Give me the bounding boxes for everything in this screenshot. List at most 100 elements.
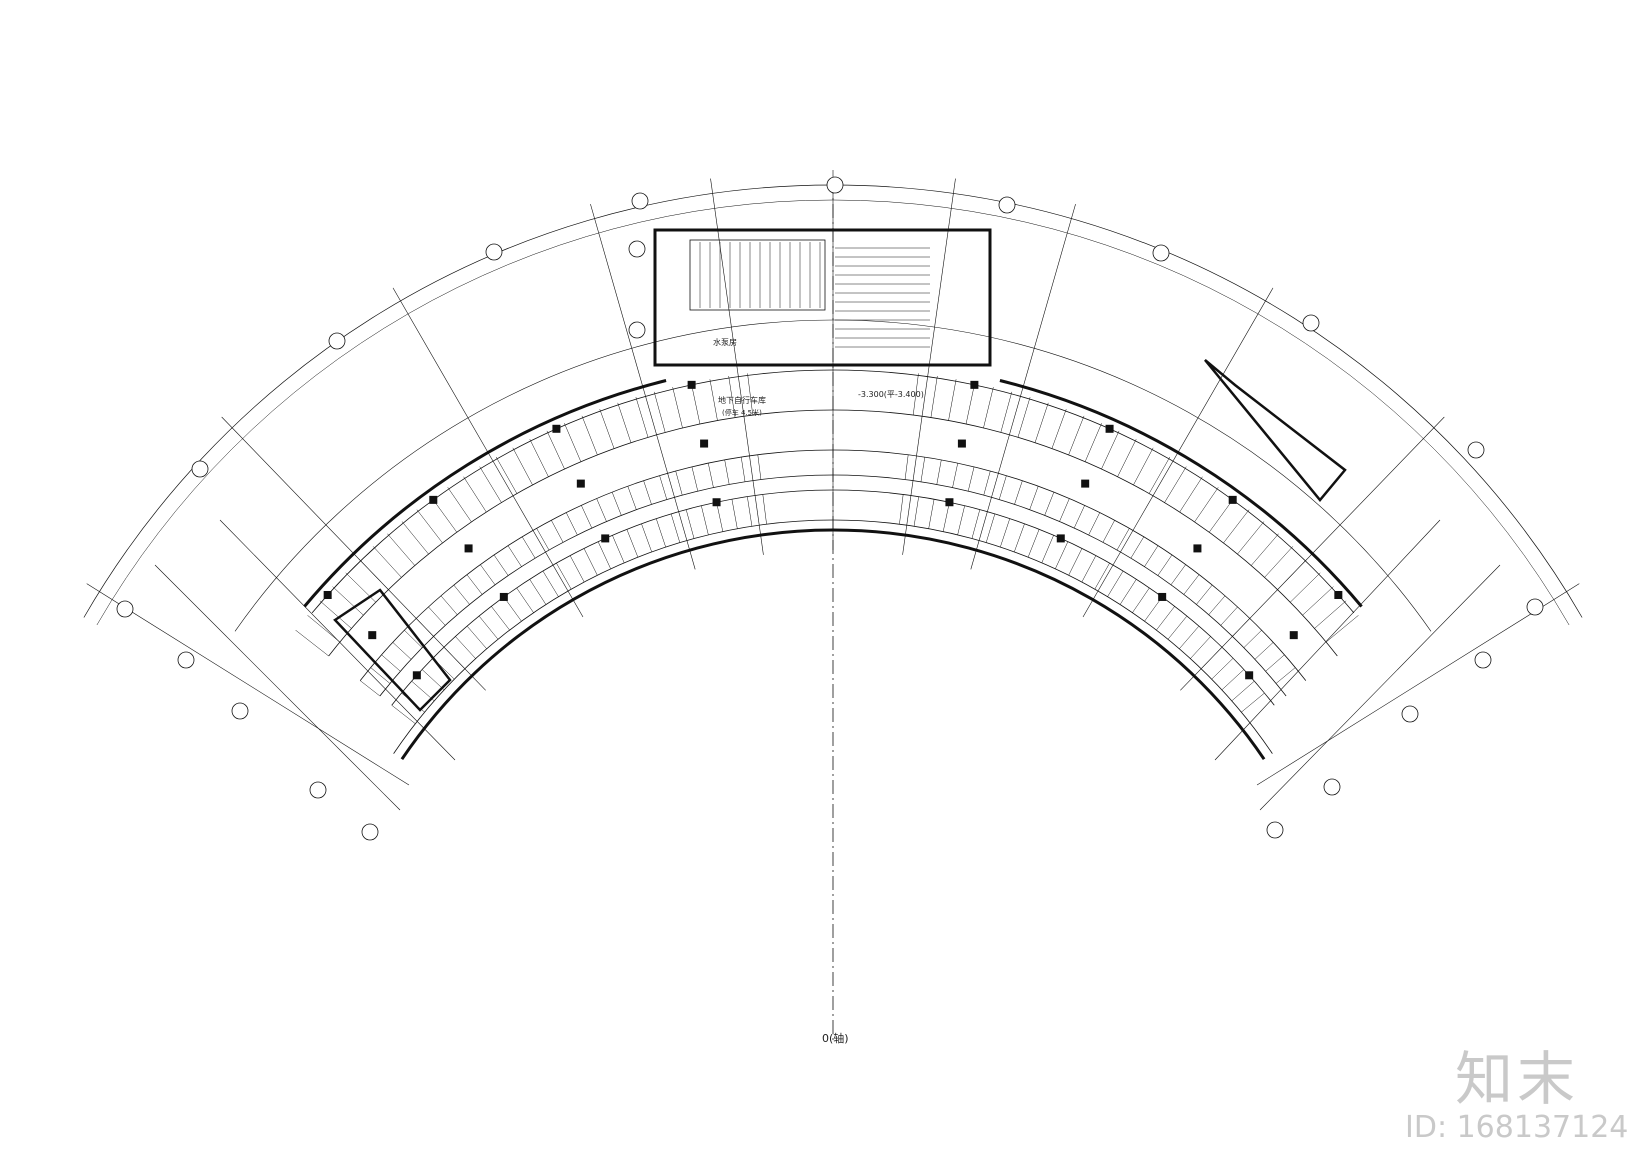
parking-stall-line — [747, 496, 753, 527]
parking-stall-line — [453, 584, 470, 605]
parking-stall-line — [653, 391, 666, 433]
parking-stall-line — [1302, 586, 1334, 616]
parking-stall-line — [1170, 564, 1186, 585]
parking-stall-line — [1017, 397, 1031, 438]
parking-stall-line — [965, 382, 976, 425]
parking-stall-line — [983, 470, 991, 496]
parking-stall-line — [740, 457, 746, 482]
parking-stall-line — [1130, 536, 1145, 559]
structural-column — [499, 592, 508, 601]
axis-tag-circle — [631, 192, 649, 210]
parking-stall-line — [655, 518, 666, 548]
axis-tag-circle — [1526, 598, 1544, 616]
parking-stall-line — [1264, 546, 1294, 578]
parking-stall-line — [381, 654, 401, 672]
parking-stall-line — [455, 636, 476, 659]
parking-stall-line — [1101, 430, 1120, 470]
parking-stall-line — [1211, 658, 1234, 680]
parking-stall-line — [1250, 533, 1279, 566]
axis-tag-circle — [231, 702, 249, 720]
parking-stall-line — [421, 669, 445, 691]
parking-stall-line — [599, 409, 615, 449]
parking-stall-line — [440, 595, 458, 615]
parking-stall-line — [1000, 518, 1011, 548]
parking-stall-line — [1000, 391, 1013, 433]
parking-stall-line — [542, 570, 559, 597]
core-block — [653, 228, 992, 367]
axis-tag-circle — [628, 240, 646, 258]
parking-stall-line — [983, 387, 994, 429]
grid-axis-line — [86, 583, 410, 786]
parking-stall-line — [904, 454, 909, 480]
structural-column — [712, 498, 721, 507]
parking-stall-line — [551, 520, 564, 543]
garage-sub-label: (停车 4.5米) — [722, 408, 762, 417]
parking-stall-line — [1119, 579, 1137, 605]
dimension-line-left — [154, 564, 401, 811]
parking-stall-line — [952, 463, 958, 488]
parking-stall-line — [411, 680, 435, 702]
stair-right — [1204, 359, 1347, 502]
structural-column — [1289, 631, 1298, 640]
grid-axis-line — [970, 204, 1076, 570]
parking-stall-line — [1241, 692, 1265, 713]
parking-stall-line — [565, 512, 578, 536]
parking-stall-line — [480, 564, 496, 585]
structural-column — [368, 631, 377, 640]
parking-stall-line — [1157, 554, 1173, 576]
parking-stall-line — [495, 456, 518, 494]
parking-stall-line — [1073, 505, 1085, 529]
parking-stall-line — [1107, 570, 1124, 597]
parking-stall-line — [581, 415, 598, 456]
structural-column — [552, 424, 561, 433]
axis-tag-circle — [1323, 778, 1341, 796]
structural-column — [412, 671, 421, 680]
parking-stall-line — [936, 459, 942, 485]
parking-stall-line — [708, 463, 714, 488]
parking-stall-line — [1208, 498, 1235, 533]
parking-stall-line — [912, 373, 919, 416]
grid-axis-line — [1082, 287, 1274, 618]
structural-column — [576, 479, 585, 488]
parking-stall-line — [1144, 545, 1159, 567]
structural-column — [1245, 671, 1254, 680]
parking-stall-line — [1144, 596, 1163, 622]
axis-tag-circle — [1474, 651, 1492, 669]
parking-stall-line — [635, 397, 649, 438]
parking-stall-line — [404, 630, 423, 648]
structural-column — [700, 439, 709, 448]
parking-stall-line — [1208, 595, 1226, 615]
parking-stall-line — [1275, 667, 1296, 684]
grid-axis-line — [221, 416, 486, 691]
parking-stall-line — [985, 513, 996, 543]
parking-stall-line — [611, 492, 622, 516]
parking-stall-line — [1094, 562, 1110, 590]
parking-stall-line — [392, 642, 412, 660]
parking-stall-line — [491, 606, 510, 631]
parking-stall-line — [295, 629, 329, 657]
parking-stall-line — [1290, 572, 1321, 603]
parking-stall-line — [1325, 615, 1359, 643]
structural-column — [957, 439, 966, 448]
axis-tag-circle — [309, 781, 327, 799]
parking-stall-line — [307, 615, 341, 643]
parking-stall-line — [372, 546, 402, 578]
parking-stall-line — [529, 579, 547, 605]
parking-stall-line — [332, 586, 364, 616]
watermark-id: ID: 168137124 — [1405, 1110, 1629, 1145]
parking-stall-line — [503, 596, 522, 622]
structural-column — [429, 495, 438, 504]
parking-stall-line — [1068, 548, 1083, 576]
parking-stall-line — [641, 523, 652, 553]
parking-stall-line — [431, 498, 458, 533]
structural-column — [1056, 534, 1065, 543]
parking-stall-line — [556, 562, 572, 590]
parking-stall-line — [1117, 439, 1137, 477]
structural-column — [601, 534, 610, 543]
parking-stall-line — [416, 509, 443, 544]
parking-stall-line — [1221, 669, 1245, 691]
parking-stall-line — [643, 480, 652, 505]
parking-stall-line — [536, 528, 550, 551]
parking-stall-line — [463, 476, 487, 513]
